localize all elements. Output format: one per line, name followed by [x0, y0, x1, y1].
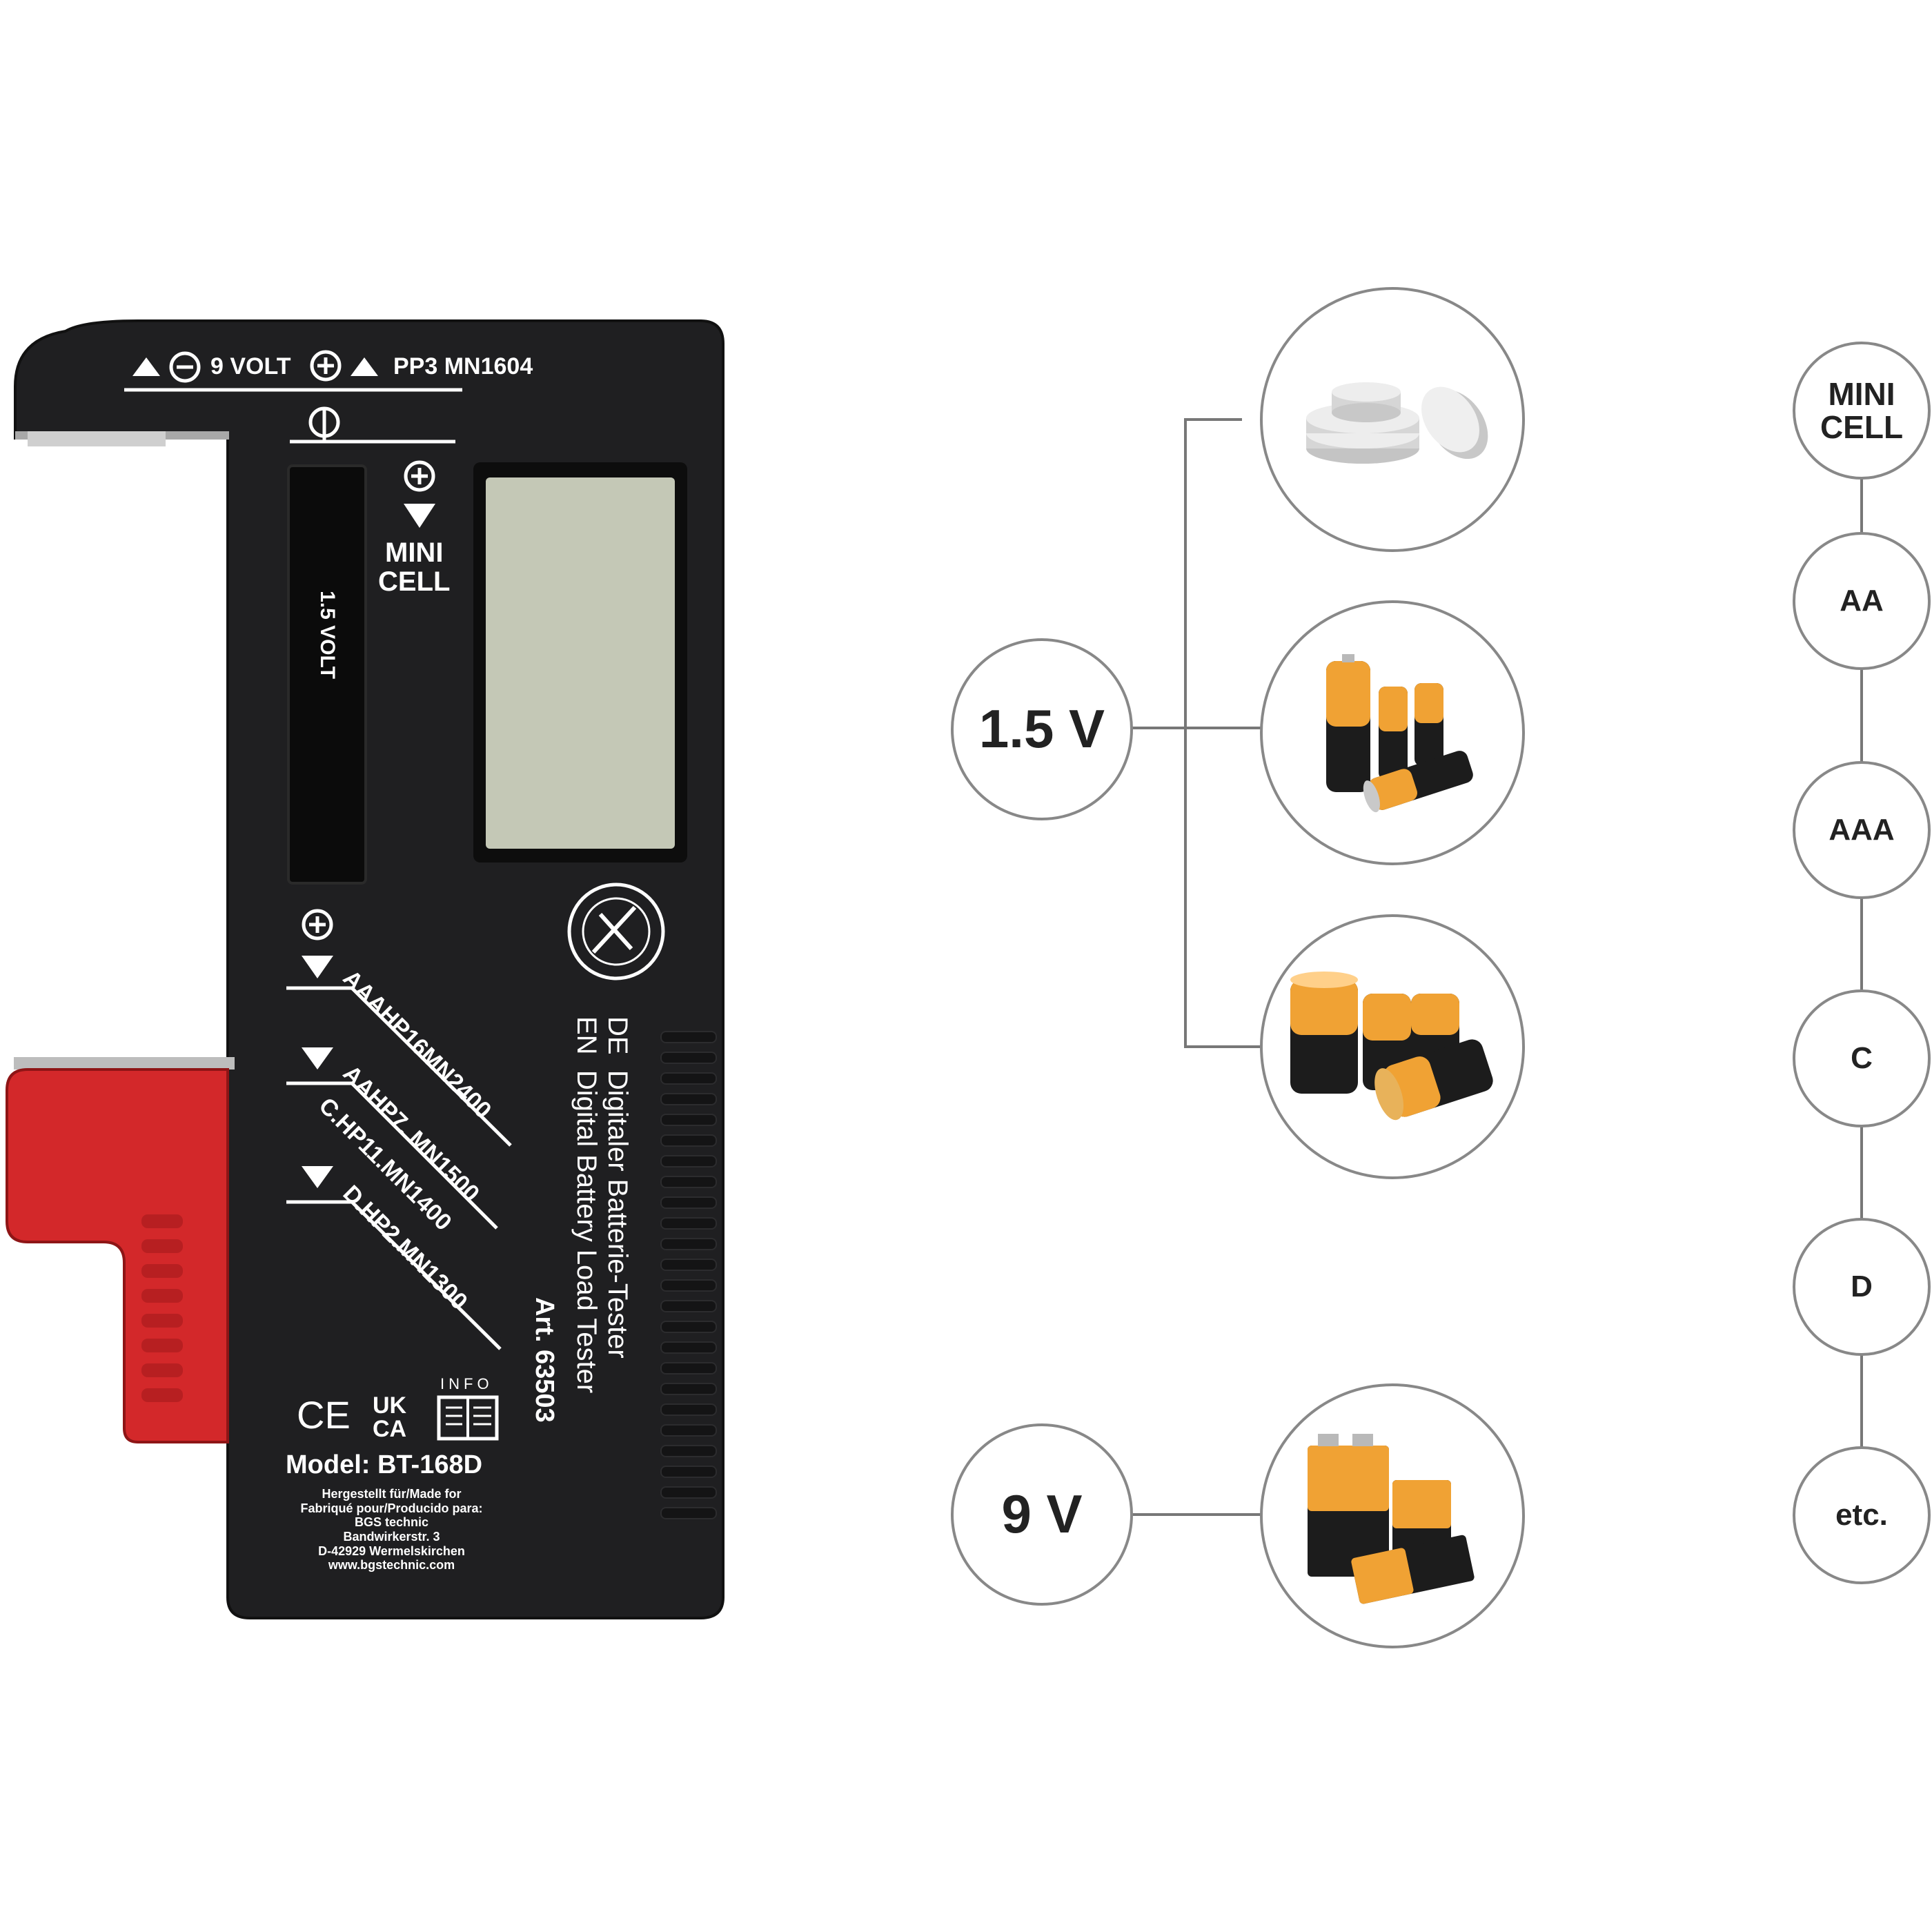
- grip-rib: [660, 1238, 717, 1250]
- size-label-etc: etc.: [1835, 1497, 1888, 1532]
- grip-rib: [660, 1134, 717, 1147]
- grip-rib: [660, 1217, 717, 1230]
- grip-rib: [660, 1466, 717, 1478]
- maker-block: Hergestellt für/Made for Fabriqué pour/P…: [276, 1487, 507, 1573]
- circle-size-aa: [1793, 532, 1931, 670]
- grip-rib: [660, 1279, 717, 1292]
- arrow-down-icon-mini: [404, 504, 435, 528]
- arrow-down-icon-2: [302, 1047, 333, 1070]
- circle-9v: [951, 1423, 1133, 1606]
- slider-handle[interactable]: [6, 1057, 235, 1443]
- size-mini: MINI: [1828, 375, 1895, 412]
- info-book-icon: [437, 1395, 499, 1441]
- bracket-1-5v: [1132, 418, 1263, 1048]
- circle-1-5v: [951, 638, 1133, 820]
- grip-rib: [660, 1341, 717, 1354]
- size-label-c: C: [1851, 1041, 1873, 1075]
- grip-rib: [660, 1321, 717, 1333]
- slider-rib: [141, 1289, 183, 1303]
- slider-rib: [141, 1388, 183, 1402]
- label-cell: CELL: [378, 566, 451, 597]
- arrow-up-icon-2: [351, 357, 378, 376]
- size-label-mini-cell: MINI CELL: [1794, 343, 1929, 478]
- grip-rib: [660, 1259, 717, 1271]
- grip-rib: [660, 1445, 717, 1457]
- c-d-batteries-icon: [1290, 972, 1493, 1121]
- 9v-batteries-icon: [1308, 1434, 1475, 1604]
- lcd-screen: [486, 477, 675, 849]
- coin-cells-icon: [1306, 382, 1488, 464]
- grip-rib: [660, 1300, 717, 1312]
- grip-rib: [660, 1176, 717, 1188]
- grip-rib: [660, 1507, 717, 1519]
- grip-rib: [660, 1424, 717, 1437]
- label-mini-cell: MINI CELL: [378, 538, 450, 596]
- voltage-label-9v: 9 V: [1001, 1483, 1083, 1545]
- slider-rib: [141, 1264, 183, 1278]
- slider-rib: [141, 1339, 183, 1352]
- plus-icon-sizes: [302, 909, 333, 940]
- grip-rib: [660, 1486, 717, 1499]
- label-mini: MINI: [385, 538, 444, 568]
- mark-ukca: UK CA: [373, 1394, 406, 1441]
- grip-rib: [660, 1362, 717, 1374]
- plus-icon: [310, 350, 342, 382]
- mark-uk: UK: [373, 1392, 407, 1419]
- size-label-aa: AA: [1840, 583, 1884, 618]
- slider-rib: [141, 1239, 183, 1253]
- slider-rib: [141, 1214, 183, 1228]
- voltage-label-1-5v: 1.5 V: [978, 698, 1105, 760]
- grip-rib: [660, 1403, 717, 1416]
- mark-info: INFO: [440, 1375, 493, 1392]
- grip-rib: [660, 1155, 717, 1167]
- top-contact: [28, 431, 166, 446]
- circle-size-mini-cell: [1793, 342, 1931, 480]
- circle-size-c: [1793, 989, 1931, 1127]
- size-label-d: D: [1851, 1269, 1873, 1303]
- maker-line-2: Fabriqué pour/Producido para:: [300, 1501, 483, 1515]
- maker-line-5: D-42929 Wermelskirchen: [318, 1544, 465, 1558]
- maker-line-1: Hergestellt für/Made for: [322, 1487, 462, 1501]
- model-label: Model: BT-168D: [286, 1450, 483, 1479]
- label-pp3: PP3 MN1604: [393, 353, 533, 379]
- grip-rib: [660, 1383, 717, 1395]
- grip-rib: [660, 1052, 717, 1064]
- aa-aaa-batteries-icon: [1326, 654, 1473, 813]
- mark-ca: CA: [373, 1416, 407, 1442]
- grip-rib: [660, 1031, 717, 1043]
- label-9-volt: 9 VOLT: [210, 353, 291, 379]
- minus-icon-2: [308, 406, 340, 438]
- circle-size-aaa: [1793, 761, 1931, 899]
- maker-line-3: BGS technic: [354, 1515, 429, 1530]
- size-rule-3: [286, 1200, 502, 1350]
- arrow-down-icon-1: [302, 956, 333, 978]
- size-label-aaa: AAA: [1828, 812, 1895, 847]
- slider-rib: [141, 1314, 183, 1328]
- grip-rib: [660, 1114, 717, 1126]
- slot-1-5v: [287, 464, 367, 885]
- minus-icon: [169, 351, 201, 383]
- maker-line-6: www.bgstechnic.com: [328, 1558, 455, 1573]
- size-cell: CELL: [1820, 409, 1904, 445]
- grip-rib: [660, 1196, 717, 1209]
- slider-rib: [141, 1363, 183, 1377]
- plus-icon-mini: [404, 460, 435, 492]
- size-rule-2: [286, 1081, 498, 1230]
- arrow-down-icon-3: [302, 1166, 333, 1188]
- maker-line-4: Bandwirkerstr. 3: [343, 1530, 440, 1544]
- grip-ribs: [660, 1031, 717, 1519]
- size-rule-1: [286, 986, 512, 1147]
- grip-rib: [660, 1072, 717, 1085]
- arrow-up-icon: [132, 357, 160, 376]
- bgs-seal: [567, 883, 665, 980]
- circle-size-etc: [1793, 1446, 1931, 1584]
- mark-ce: CE: [297, 1393, 351, 1437]
- grip-rib: [660, 1093, 717, 1105]
- circle-size-d: [1793, 1218, 1931, 1356]
